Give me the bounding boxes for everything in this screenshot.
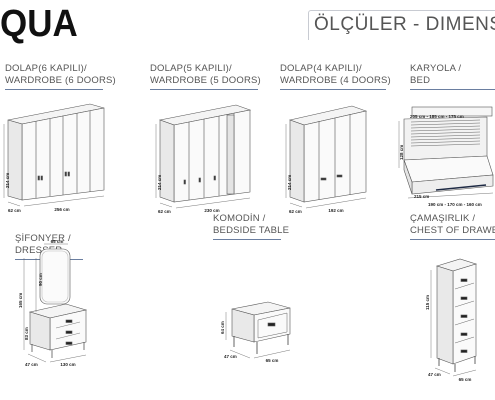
wardrobe-4-doors-drawing <box>285 105 368 209</box>
bed-drawing <box>398 106 494 199</box>
wardrobe-6-doors-drawing <box>3 103 105 207</box>
label-wardrobe-6-doors: DOLAP(6 KAPILI)/WARDROBE (6 DOORS) <box>5 63 116 90</box>
dresser-body-height: 83 cm <box>24 327 29 340</box>
brand-logo-text: QUA <box>0 3 78 45</box>
label-bed: KARYOLA /BED <box>410 63 495 90</box>
wardrobe-5-height: 214 cm <box>157 175 162 190</box>
wardrobe-6-height: 214 cm <box>5 173 10 188</box>
label-bedside-table: KOMODİN /BEDSIDE TABLE <box>213 213 289 240</box>
bed-depth: 215 cm <box>414 194 429 199</box>
chest-width: 65 cm <box>459 377 472 382</box>
label-wardrobe-5-doors: DOLAP(5 KAPILI)/WARDROBE (5 DOORS) <box>150 63 261 90</box>
bed-inner-width: 205 cm - 185 cm - 175 cm <box>410 114 464 119</box>
wardrobe-5-depth: 62 cm <box>158 209 171 214</box>
wardrobe-5-doors-drawing <box>155 104 252 209</box>
dresser-depth: 47 cm <box>25 362 38 367</box>
bedside-table-drawing <box>225 301 291 359</box>
dresser-mirror-width: 65 cm <box>51 239 64 244</box>
bedside-width: 65 cm <box>266 358 279 363</box>
wardrobe-4-height: 214 cm <box>287 175 292 190</box>
dresser-drawing <box>23 243 88 363</box>
dimensions-title-frame <box>308 10 495 40</box>
wardrobe-6-depth: 62 cm <box>8 208 21 213</box>
chest-height: 115 cm <box>425 295 430 310</box>
chest-of-drawers-drawing <box>430 258 478 377</box>
label-wardrobe-4-doors: DOLAP(4 KAPILI)/WARDROBE (4 DOORS) <box>280 63 391 90</box>
chest-depth: 47 cm <box>428 372 441 377</box>
bedside-height: 64 cm <box>220 321 225 334</box>
bed-height: 128 cm <box>399 145 404 160</box>
dresser-mirror-height: 90 cm <box>38 273 43 286</box>
wardrobe-5-width: 230 cm <box>204 208 219 213</box>
wardrobe-6-width: 256 cm <box>54 207 69 212</box>
dresser-width: 130 cm <box>60 362 75 367</box>
dimensions-title: ÖLÇÜLER - DIMENSI <box>314 14 495 35</box>
bedside-depth: 47 cm <box>224 354 237 359</box>
dresser-total-height: 165 cm <box>18 293 23 308</box>
wardrobe-4-width: 192 cm <box>328 208 343 213</box>
wardrobe-4-depth: 62 cm <box>289 209 302 214</box>
bed-width: 190 cm - 170 cm - 160 cm <box>428 202 482 207</box>
label-chest-of-drawers: ÇAMAŞIRLIK /CHEST OF DRAWERS <box>410 213 495 240</box>
